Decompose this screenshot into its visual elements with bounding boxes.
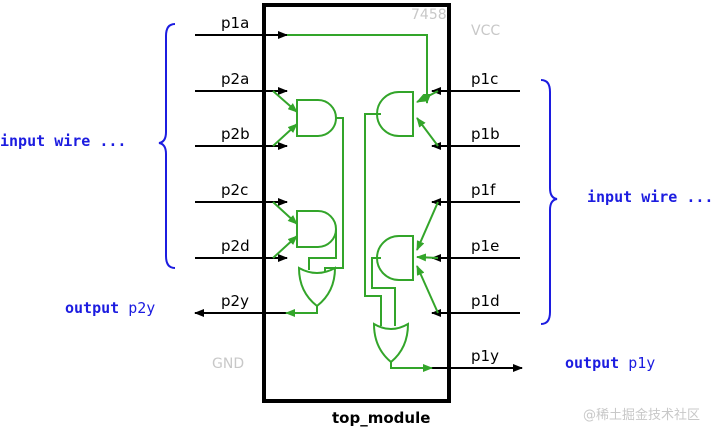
wire-p1e-to-and-d (416, 253, 439, 262)
chip-part-number: 7458 (411, 7, 447, 23)
pin-label-p1f: p1f (471, 181, 496, 199)
right-input-annotation: input wire ... (587, 188, 713, 206)
vcc-label: VCC (471, 23, 500, 39)
gnd-label: GND (212, 356, 244, 372)
pin-label-p2c: p2c (221, 181, 248, 199)
chip-body (262, 3, 451, 403)
wire-p2a-to-and-a (272, 90, 298, 113)
wire-p1d-to-and-d (416, 265, 439, 314)
wire-p1a-to-and-c (287, 34, 431, 104)
wire-or-to-p1y (390, 362, 433, 372)
wire-p2d-to-and-b (272, 235, 298, 259)
wire-and-b-to-or (308, 229, 337, 270)
right-output-annotation: output p1y (565, 354, 655, 372)
left-input-annotation: input wire ... (0, 132, 126, 150)
and-gate-a (296, 99, 337, 137)
pin-label-p1d: p1d (471, 292, 500, 310)
pin-label-p1b: p1b (471, 125, 500, 143)
watermark: @稀土掘金技术社区 (583, 407, 700, 423)
or-gate-right (372, 322, 410, 364)
pin-label-p1e: p1e (471, 237, 499, 255)
wire-p2b-to-and-a (272, 123, 298, 147)
and-gate-d (376, 235, 414, 281)
pin-label-p1c: p1c (471, 70, 498, 88)
wire-and-c-to-or (364, 113, 382, 326)
wire-and-d-to-or (371, 257, 396, 326)
pin-label-p2a: p2a (221, 70, 249, 88)
pin-label-p2d: p2d (221, 237, 250, 255)
wire-p1b-to-and-c (416, 117, 439, 147)
wire-p1c-to-and-c (416, 90, 439, 103)
left-brace (158, 23, 176, 269)
left-output-annotation: output p2y (65, 299, 155, 317)
and-gate-b (296, 210, 337, 248)
wire-p1f-to-and-d (416, 201, 439, 251)
wire-or-to-p2y (285, 306, 318, 317)
pin-label-p2b: p2b (221, 125, 250, 143)
wire-p2c-to-and-b (272, 201, 298, 225)
or-gate-left (297, 266, 337, 308)
wire-and-a-to-or (324, 117, 344, 272)
module-title: top_module (332, 409, 430, 427)
pin-label-p2y: p2y (221, 292, 249, 310)
pin-label-p1y: p1y (471, 347, 499, 365)
right-brace (540, 79, 558, 325)
and-gate-c (376, 91, 414, 137)
pin-label-p1a: p1a (221, 14, 249, 32)
